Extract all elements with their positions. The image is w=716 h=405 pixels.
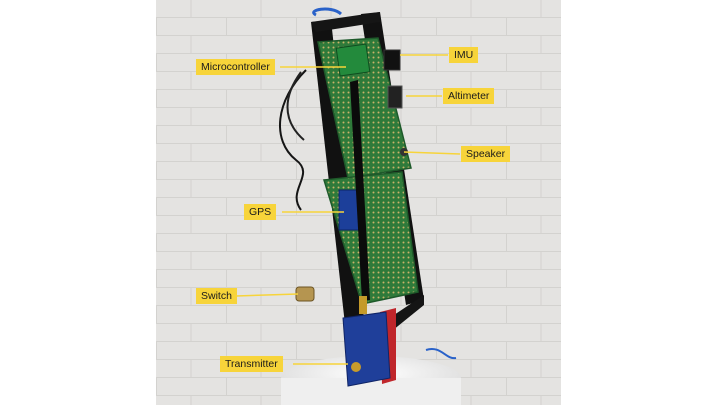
antenna xyxy=(350,80,370,301)
callout-lines xyxy=(235,54,461,365)
microcontroller-board xyxy=(335,43,371,77)
frame-top xyxy=(311,12,380,32)
label-switch: Switch xyxy=(196,288,237,304)
pedestal-base xyxy=(281,378,461,405)
xbee-chip xyxy=(351,362,361,372)
wire-left-2 xyxy=(286,71,305,141)
wire-left xyxy=(279,69,307,211)
imu-board xyxy=(383,49,401,71)
label-gps: GPS xyxy=(244,204,277,220)
xbee-module xyxy=(342,311,391,387)
blue-wire-top xyxy=(312,7,343,17)
antenna-connector xyxy=(359,296,367,314)
rocket-avionics-photo xyxy=(156,0,561,405)
avionics-illustration xyxy=(156,0,561,405)
switch-hardware xyxy=(295,286,315,302)
label-imu: IMU xyxy=(449,47,479,63)
label-transmitter: Transmitter xyxy=(220,356,283,372)
altimeter-board xyxy=(387,85,403,109)
blue-wire-bottom xyxy=(425,347,457,360)
label-microcontroller: Microcontroller xyxy=(196,59,275,75)
label-altimeter: Altimeter xyxy=(443,88,495,104)
label-speaker: Speaker xyxy=(461,146,511,162)
